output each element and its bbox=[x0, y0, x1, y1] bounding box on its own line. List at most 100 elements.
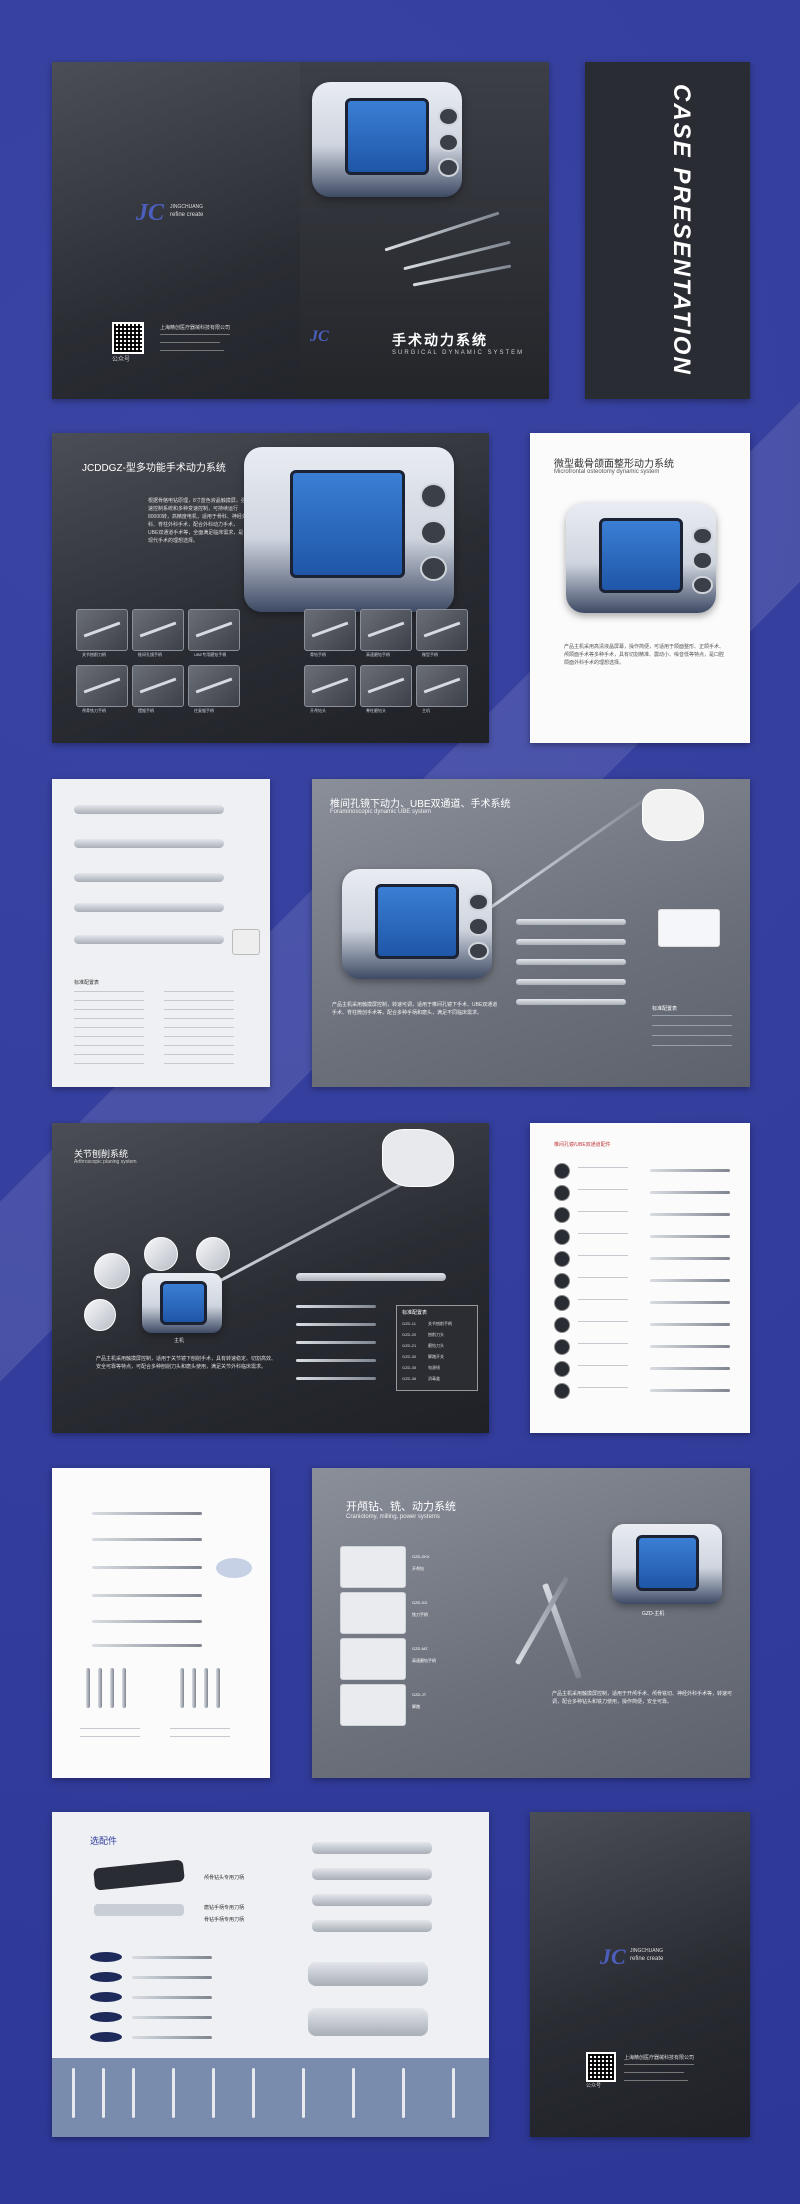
table-row-name: 磨钻刀头 bbox=[428, 1343, 444, 1348]
console-device-4 bbox=[342, 869, 492, 979]
multifunction-spread: JCDDGZ-型多功能手术动力系统 根据骨骼电钻原理，8寸蓝色液晶触摸屏，强速控… bbox=[52, 433, 489, 743]
accessories-title: 选配件 bbox=[90, 1836, 118, 1846]
accessory-thumbnail bbox=[360, 665, 412, 707]
cover-spread: JC JINGCHUANG refine create 公众号 上海精创医疗器械… bbox=[52, 62, 549, 399]
accessory-caption: 开颅钻头 bbox=[310, 708, 326, 713]
table-row-name: 电源线 bbox=[428, 1365, 440, 1370]
accessory-caption: 摆锯手柄 bbox=[138, 708, 154, 713]
accessory-caption: 关节刨削刀柄 bbox=[82, 652, 106, 657]
craniotomy-item-code: GZD-MZ bbox=[412, 1646, 428, 1651]
craniotomy-item-image bbox=[340, 1638, 406, 1680]
accessory-thumbnail bbox=[416, 665, 468, 707]
case-presentation-panel: CASE PRESENTATION bbox=[585, 62, 750, 399]
table-row-name: 脚踏开关 bbox=[428, 1354, 444, 1359]
console-device-6 bbox=[612, 1524, 722, 1604]
foraminoscopic-title: 椎间孔镜下动力、UBE双通道、手术系统 bbox=[330, 799, 511, 810]
craniotomy-item-image bbox=[340, 1592, 406, 1634]
accessory-caption: UBE专用磨钻手柄 bbox=[194, 652, 227, 657]
craniotomy-host-label: GZD-主机 bbox=[642, 1611, 665, 1617]
craniotomy-page: 开颅钻、铣、动力系统 Craniotomy, milling, power sy… bbox=[312, 1468, 750, 1778]
accessory-caption: 主机 bbox=[422, 708, 430, 713]
accessory-callout-1: 颅骨钻头专用刀柄 bbox=[204, 1875, 245, 1881]
table-row-code: GZD-36 bbox=[402, 1376, 417, 1381]
table-row-name: 关节刨削手柄 bbox=[428, 1321, 452, 1326]
back-cover-brand: JINGCHUANG bbox=[630, 1948, 664, 1954]
craniotomy-item-image bbox=[340, 1546, 406, 1588]
console-device bbox=[312, 82, 462, 197]
microfrontal-page: 微型截骨颌面整形动力系统 Microfrontal osteotomy dyna… bbox=[530, 433, 750, 743]
qr-label: 公众号 bbox=[112, 357, 131, 363]
accessory-thumbnail bbox=[188, 609, 240, 651]
table-row-code: GZD-30 bbox=[402, 1354, 417, 1359]
table-row-code: GZD-35 bbox=[402, 1365, 417, 1370]
accessory-thumbnail bbox=[304, 665, 356, 707]
planing-accessories-title: 椎间孔镜/UBE双通道配件 bbox=[554, 1142, 611, 1148]
handpiece-list-page: 标准配置表 bbox=[52, 779, 270, 1087]
accessory-thumbnail bbox=[360, 609, 412, 651]
cover-title-en: SURGICAL DYNAMIC SYSTEM bbox=[392, 350, 525, 356]
case-presentation-text: CASE PRESENTATION bbox=[668, 84, 695, 376]
table-row-code: GZD-11 bbox=[402, 1321, 416, 1326]
table-row-code: GZD-20 bbox=[402, 1332, 417, 1337]
back-cover: JC JINGCHUANG refine create 公众号 上海精创医疗器械… bbox=[530, 1812, 750, 2137]
spread2-body: 根据骨骼电钻原理，8寸蓝色液晶触摸屏，强速控制系统和多种变速控制，可持续运行80… bbox=[148, 498, 247, 544]
accessory-thumbnail bbox=[76, 665, 128, 707]
back-cover-logo: JC bbox=[600, 1944, 626, 1969]
microfrontal-subtitle: Microfrontal osteotomy dynamic system bbox=[554, 469, 660, 475]
accessory-thumbnail bbox=[132, 609, 184, 651]
craniotomy-body: 产品主机采用触摸屏控制，适用于开颅手术、颅骨铣切、神经外科手术等，转速可调，配合… bbox=[552, 1691, 733, 1705]
back-company-name: 上海精创医疗器械科技有限公司 bbox=[624, 2055, 695, 2061]
foraminoscopic-body: 产品主机采用触摸屏控制，转速可调，适用于椎间孔镜下手术、UBE双通道手术、脊柱微… bbox=[332, 1002, 498, 1016]
craniotomy-item-name: 铣刀手柄 bbox=[412, 1612, 428, 1617]
qr-code bbox=[112, 322, 144, 354]
brand-tagline: refine create bbox=[170, 212, 204, 218]
table-row-name: 刨削刀头 bbox=[428, 1332, 444, 1337]
tools-page bbox=[52, 1468, 270, 1778]
microfrontal-title: 微型截骨颌面整形动力系统 bbox=[554, 459, 674, 470]
arthroscopic-title: 关节刨削系统 bbox=[74, 1149, 129, 1159]
std-list-title: 标准配置表 bbox=[74, 980, 100, 986]
microfrontal-body: 产品主机采用高清液晶屏幕，操作简便，可适用于颌面整形、正颌手术、颅颌面手术等多种… bbox=[564, 644, 725, 666]
accessory-caption: 椎间孔镜手柄 bbox=[138, 652, 162, 657]
planing-accessories-page: 椎间孔镜/UBE双通道配件 bbox=[530, 1123, 750, 1433]
arthroscopic-page: 关节刨削系统 Arthroscopic planing system 主机 产品… bbox=[52, 1123, 489, 1433]
craniotomy-item-name: 开颅钻 bbox=[412, 1566, 424, 1571]
accessory-caption: 微型手柄 bbox=[422, 652, 438, 657]
craniotomy-subtitle: Craniotomy, milling, power systems bbox=[346, 1514, 440, 1520]
cover-logo: JC bbox=[310, 328, 329, 345]
company-name: 上海精创医疗器械科技有限公司 bbox=[160, 325, 231, 331]
back-qr-code bbox=[586, 2052, 616, 2082]
craniotomy-item-code: GZD-JT bbox=[412, 1692, 427, 1697]
back-cover-tagline: refine create bbox=[630, 1956, 664, 1962]
craniotomy-item-name: 脚踏 bbox=[412, 1704, 420, 1709]
craniotomy-item-code: GZD-XD bbox=[412, 1600, 428, 1605]
console-device-2 bbox=[244, 447, 454, 612]
craniotomy-item-image bbox=[340, 1684, 406, 1726]
accessory-caption: 脊柱磨钻头 bbox=[366, 708, 386, 713]
accessories-spread: 选配件 颅骨钻头专用刀柄 磨钻手柄专用刀柄 骨钻手柄专用刀柄 bbox=[52, 1812, 489, 2137]
accessory-thumbnail bbox=[188, 665, 240, 707]
accessory-caption: 往复锯手柄 bbox=[194, 708, 214, 713]
brand-logo-mark: JC bbox=[136, 200, 165, 226]
arthroscopic-host-label: 主机 bbox=[174, 1338, 185, 1344]
table-row-name: 消毒盒 bbox=[428, 1376, 440, 1381]
table-row-code: GZD-21 bbox=[402, 1343, 417, 1348]
console-device-3 bbox=[566, 503, 716, 613]
craniotomy-item-name: 高速磨钻手柄 bbox=[412, 1658, 436, 1663]
foraminoscopic-table-header: 标准配置表 bbox=[652, 1006, 678, 1012]
craniotomy-title: 开颅钻、铣、动力系统 bbox=[346, 1501, 456, 1513]
accessory-thumbnail bbox=[416, 609, 468, 651]
cover-title-cn: 手术动力系统 bbox=[392, 332, 488, 348]
accessory-thumbnail bbox=[76, 609, 128, 651]
foraminoscopic-page: 椎间孔镜下动力、UBE双通道、手术系统 Foraminoscopic dynam… bbox=[312, 779, 750, 1087]
accessory-thumbnail bbox=[132, 665, 184, 707]
console-device-5 bbox=[142, 1273, 222, 1333]
craniotomy-item-code: GZD-ZKX bbox=[412, 1554, 430, 1559]
back-qr-label: 公众号 bbox=[586, 2083, 602, 2089]
arthroscopic-subtitle: Arthroscopic planing system bbox=[74, 1159, 137, 1165]
accessory-thumbnail bbox=[304, 609, 356, 651]
spread2-title: JCDDGZ-型多功能手术动力系统 bbox=[82, 463, 226, 474]
accessory-callout-3: 骨钻手柄专用刀柄 bbox=[204, 1917, 245, 1923]
arthroscopic-body: 产品主机采用触摸屏控制，适用于关节镜下刨削手术，具有转速稳定、切割高效、安全可靠… bbox=[96, 1356, 277, 1370]
accessory-caption: 骨钻手柄 bbox=[310, 652, 326, 657]
